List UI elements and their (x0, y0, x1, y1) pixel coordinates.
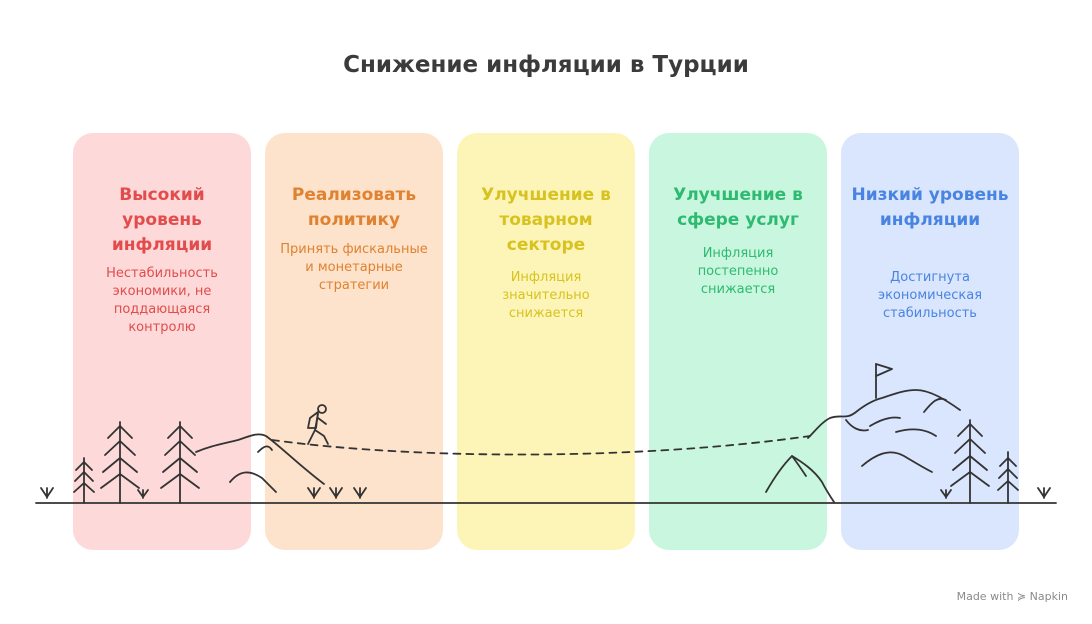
stage-description: Инфляция постепенно снижается (697, 246, 779, 297)
brand-name: Napkin (1029, 590, 1068, 603)
stage-card-high-inflation: Высокий уровень инфляции Нестабильность … (73, 133, 251, 550)
brand-watermark: Made with ≽ Napkin (957, 590, 1068, 603)
stage-heading: Низкий уровень инфляции (851, 185, 1009, 230)
stage-card-goods-sector: Улучшение в товарном секторе Инфляция зн… (457, 133, 635, 550)
stage-description: Инфляция значительно снижается (502, 270, 590, 321)
stage-card-low-inflation: Низкий уровень инфляции Достигнута эконо… (841, 133, 1019, 550)
stage-description: Достигнута экономическая стабильность (877, 270, 983, 321)
page-title: Снижение инфляции в Турции (343, 52, 749, 78)
napkin-logo-icon: ≽ (1016, 590, 1027, 603)
stage-heading: Улучшение в товарном секторе (481, 185, 611, 255)
brand-text: Made with (956, 590, 1014, 603)
stage-card-services-sector: Улучшение в сфере услуг Инфляция постепе… (649, 133, 827, 550)
stage-heading: Реализовать политику (291, 185, 417, 230)
stage-heading: Улучшение в сфере услуг (673, 185, 803, 230)
stage-description: Нестабильность экономики, не поддающаяся… (106, 266, 218, 335)
stage-card-implement-policy: Реализовать политику Принять фискальные … (265, 133, 443, 550)
stage-description: Принять фискальные и монетарные стратеги… (280, 242, 428, 293)
stage-heading: Высокий уровень инфляции (111, 185, 213, 255)
